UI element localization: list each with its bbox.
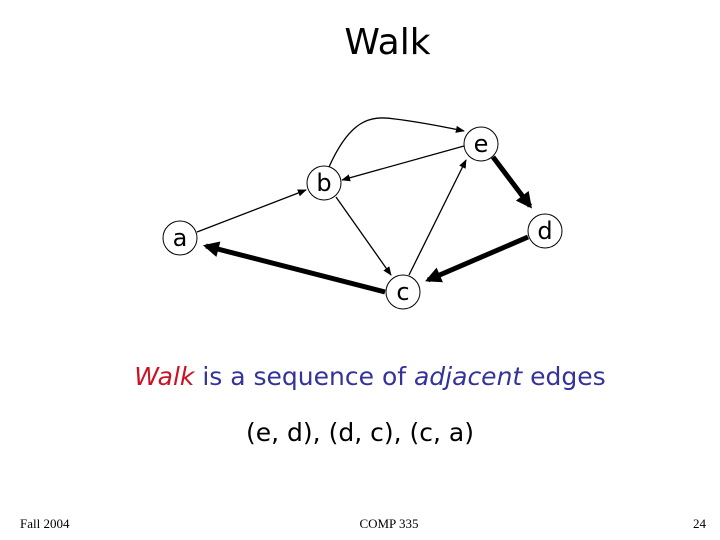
node-label-a: a: [173, 224, 188, 252]
definition-emphasis: adjacent: [413, 362, 523, 391]
node-label-b: b: [316, 169, 331, 197]
walk-sequence: (e, d), (d, c), (c, a): [246, 418, 474, 447]
slide-title: Walk: [344, 22, 431, 63]
node-e: e: [463, 126, 499, 162]
edge-e-b: [341, 145, 465, 182]
walk-edge-d-c: [425, 234, 529, 283]
walk-edge-e-d: [491, 155, 532, 209]
edge-c-e: [408, 159, 467, 276]
node-a: a: [162, 220, 198, 256]
edge-b-c: [335, 196, 392, 276]
walk-definition: Walk is a sequence of adjacent edges: [0, 362, 720, 391]
definition-text-1: is a sequence of: [194, 362, 414, 391]
definition-text-2: edges: [522, 362, 606, 391]
edge-a-b: [196, 189, 307, 233]
footer-page-number: 24: [693, 516, 706, 531]
footer-course: COMP 335: [359, 516, 419, 531]
node-b: b: [306, 165, 342, 201]
walk-edge-c-a: [202, 241, 386, 295]
footer-date: Fall 2004: [20, 516, 70, 531]
edge-b-e-curved: [328, 117, 465, 168]
node-d: d: [527, 213, 563, 249]
node-label-e: e: [474, 130, 489, 158]
node-label-c: c: [396, 278, 409, 306]
node-c: c: [385, 274, 421, 310]
node-label-d: d: [537, 217, 552, 245]
definition-term: Walk: [134, 362, 195, 391]
